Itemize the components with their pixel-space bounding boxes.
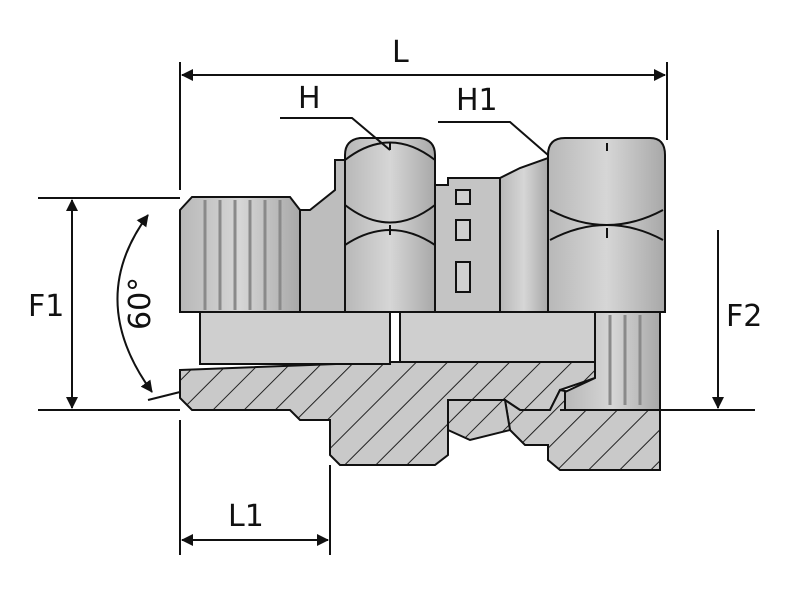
dimensions [38,62,755,555]
bore-left [199,311,391,365]
label-f2: F2 [726,299,762,334]
leader-h1 [438,121,549,156]
angle-arc [116,214,153,393]
label-angle: 60° [123,277,158,330]
label-l: L [392,35,409,70]
cone [499,156,549,313]
label-f1: F1 [28,289,64,324]
neck [299,159,346,313]
thread-lines [203,200,282,310]
bore-middle [399,311,596,363]
leader-h [280,117,391,151]
label-l1: L1 [228,499,264,534]
o-ring [447,399,512,442]
label-h1: H1 [456,83,498,118]
section-view [179,311,665,471]
label-h: H [298,81,321,116]
exterior-view [179,137,666,313]
male-thread [179,196,301,313]
